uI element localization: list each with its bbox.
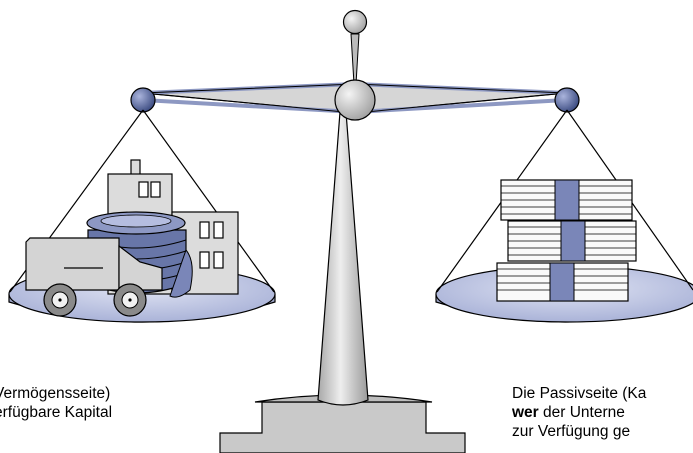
caption-left-line-1: Vermögensseite) <box>0 385 111 402</box>
caption-right-line-2-rest: der Unterne <box>538 404 625 421</box>
scale-post <box>317 111 369 406</box>
beam-knob-left-icon <box>130 87 156 113</box>
caption-right-line-2: wer der Unterne <box>512 403 646 422</box>
caption-assets-side: Vermögensseite) erfügbare Kapital <box>0 384 112 422</box>
caption-right-bold-word: wer <box>512 404 539 421</box>
caption-right-line-3: zur Verfügung ge <box>512 423 631 440</box>
scale-finial <box>342 9 368 85</box>
banknote-stack-icon <box>496 179 637 302</box>
truck-icon <box>25 237 163 317</box>
caption-right-line-1: Die Passivseite (Ka <box>512 385 647 402</box>
scale-pivot-icon <box>334 79 376 121</box>
caption-liabilities-side: Die Passivseite (Ka wer der Unterne zur … <box>512 384 646 441</box>
caption-left-line-2: erfügbare Kapital <box>0 404 113 421</box>
beam-knob-right-icon <box>554 87 580 113</box>
